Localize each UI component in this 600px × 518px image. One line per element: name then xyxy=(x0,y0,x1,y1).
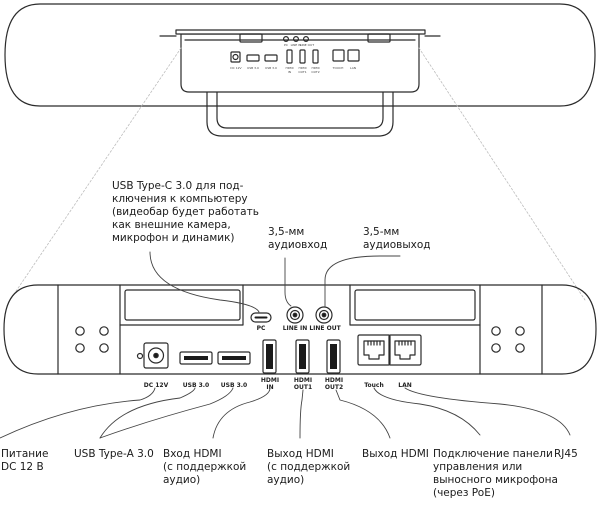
mini-label-touch: TOUCH xyxy=(332,66,344,70)
callout-rj45: RJ45 xyxy=(554,448,578,460)
callout-hdmi-out1: Выход HDMI (с поддержкой аудио) xyxy=(267,448,351,486)
mini-label-hdmi-out1: HDMI OUT1 xyxy=(298,66,307,74)
mini-label-pc: PC xyxy=(284,43,288,47)
line-in-jack xyxy=(286,306,304,324)
mini-label-hdmi-out2: HDMI OUT2 xyxy=(311,66,320,74)
port-label-lan: LAN xyxy=(398,382,412,389)
leader-touch xyxy=(373,387,481,436)
rear-panel xyxy=(3,284,597,375)
mini-touch-port xyxy=(332,49,345,62)
stand-inner xyxy=(216,77,384,129)
indicator-hole xyxy=(136,352,144,360)
screws-left xyxy=(75,326,109,353)
port-label-hdmi-out1: HDMI OUT1 xyxy=(293,377,313,391)
mini-label-usb2: USB 3.0 xyxy=(265,66,277,70)
leader-usbc xyxy=(149,251,260,313)
callout-touch: Подключение панели управления или выносн… xyxy=(433,448,558,499)
leader-power xyxy=(0,387,156,439)
port-label-usb2: USB 3.0 xyxy=(220,382,248,389)
screws-right xyxy=(491,326,525,353)
port-label-touch: Touch xyxy=(364,382,384,389)
mini-label-dc: DC 12V xyxy=(230,66,242,70)
port-label-hdmi-in: HDMI IN xyxy=(260,377,280,391)
mini-label-line-out: LINE OUT xyxy=(300,43,315,47)
hdmi-out2-port xyxy=(326,339,341,374)
mini-line-in-port xyxy=(293,35,300,42)
callout-line-in: 3,5-мм аудиовход xyxy=(268,226,328,251)
callout-power: Питание DC 12 В xyxy=(1,448,49,473)
port-label-hdmi-out2: HDMI OUT2 xyxy=(324,377,344,391)
port-label-usb1: USB 3.0 xyxy=(182,382,210,389)
mini-label-hdmi-in: HDMI IN xyxy=(285,66,294,74)
pc-usbc-port xyxy=(250,312,272,323)
soundbar-stand xyxy=(206,59,394,137)
panel-slot-left xyxy=(124,289,241,321)
usb2-port xyxy=(217,351,251,365)
leader-line-in xyxy=(284,257,292,307)
callout-line-out: 3,5-мм аудиовыход xyxy=(363,226,431,251)
leader-hdmi-in xyxy=(212,387,271,439)
hdmi-in-port xyxy=(262,339,277,374)
dc-12v-port xyxy=(143,342,169,369)
touch-rj45-port xyxy=(357,334,391,366)
mini-lan-port xyxy=(347,49,360,62)
line-out-jack xyxy=(315,306,333,324)
mini-label-line-in: LINE IN xyxy=(290,43,302,47)
leader-hdmi-out1 xyxy=(299,389,304,439)
mini-label-lan: LAN xyxy=(349,66,357,70)
leader-hdmi-out2 xyxy=(335,389,391,439)
panel-slot-right xyxy=(354,289,476,321)
leader-rj45 xyxy=(404,387,571,436)
callout-usba: USB Type-A 3.0 xyxy=(74,448,154,460)
mini-hdmi-out2-port xyxy=(312,49,319,64)
guide-line-right xyxy=(418,47,586,301)
leader-usba-1 xyxy=(99,387,196,439)
leader-line-out xyxy=(324,255,401,307)
guide-line-left xyxy=(9,47,182,301)
hdmi-out1-port xyxy=(295,339,310,374)
leader-usba-2 xyxy=(99,387,234,439)
mini-hdmi-out1-port xyxy=(299,49,306,64)
soundbar-body xyxy=(4,3,596,107)
mini-pc-port xyxy=(283,35,290,42)
usb1-port xyxy=(179,351,213,365)
mini-dc-port xyxy=(230,51,241,63)
port-label-pc: PC xyxy=(256,325,266,332)
lan-rj45-port xyxy=(388,334,422,366)
panel-ledge xyxy=(119,284,481,326)
mini-block-right xyxy=(367,33,391,43)
mini-label-usb1: USB 3.0 xyxy=(247,66,259,70)
port-label-dc: DC 12V xyxy=(143,382,169,389)
callout-usbc: USB Type-C 3.0 для под- ключения к компь… xyxy=(112,180,259,244)
port-label-line-out: LINE OUT xyxy=(309,325,341,332)
callout-hdmi-out2: Выход HDMI xyxy=(362,448,429,460)
mini-usb2-port xyxy=(264,54,278,62)
mini-usb1-port xyxy=(246,54,260,62)
mini-line-out-port xyxy=(303,35,310,42)
port-label-line-in: LINE IN xyxy=(282,325,308,332)
callout-hdmi-in: Вход HDMI (с поддержкой аудио) xyxy=(163,448,247,486)
mini-block-left xyxy=(239,33,263,43)
mini-hdmi-in-port xyxy=(286,49,293,64)
